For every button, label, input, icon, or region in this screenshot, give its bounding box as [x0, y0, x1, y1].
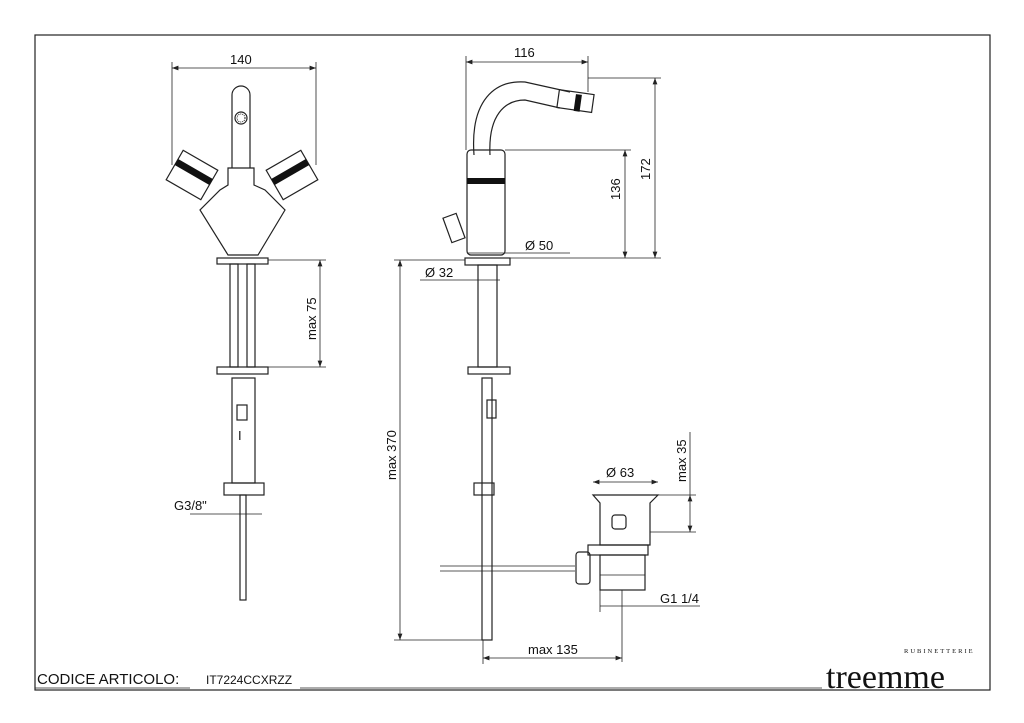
marker-I: I — [238, 428, 242, 443]
dim-140: 140 — [230, 52, 252, 67]
dim-max370: max 370 — [384, 430, 399, 480]
dim-g114: G1 1/4 — [660, 591, 699, 606]
brand-sub: RUBINETTERIE — [904, 648, 975, 655]
dim-172: 172 — [638, 158, 653, 180]
dim-d50: Ø 50 — [525, 238, 553, 253]
dim-max35: max 35 — [674, 439, 689, 482]
title-block: CODICE ARTICOLO: IT7224CCXRZZ treemme RU… — [35, 648, 975, 696]
brand-logo: treemme — [826, 659, 945, 696]
dim-d32: Ø 32 — [425, 265, 453, 280]
waste-view: Ø 63 max 35 G1 1/4 max 135 — [440, 432, 700, 664]
dim-116: 116 — [514, 45, 535, 60]
code-label: CODICE ARTICOLO: — [37, 671, 179, 688]
side-view: 116 172 136 Ø 50 Ø 32 max 370 — [384, 45, 661, 641]
code-value: IT7224CCXRZZ — [206, 673, 292, 687]
drawing-border — [34, 34, 991, 691]
dim-max135: max 135 — [528, 642, 578, 657]
dim-d63: Ø 63 — [606, 465, 634, 480]
front-view: 140 I max 75 G3/8" — [165, 52, 326, 601]
dim-g38: G3/8" — [174, 498, 207, 513]
dim-136: 136 — [608, 178, 623, 200]
dim-max75: max 75 — [304, 297, 319, 340]
